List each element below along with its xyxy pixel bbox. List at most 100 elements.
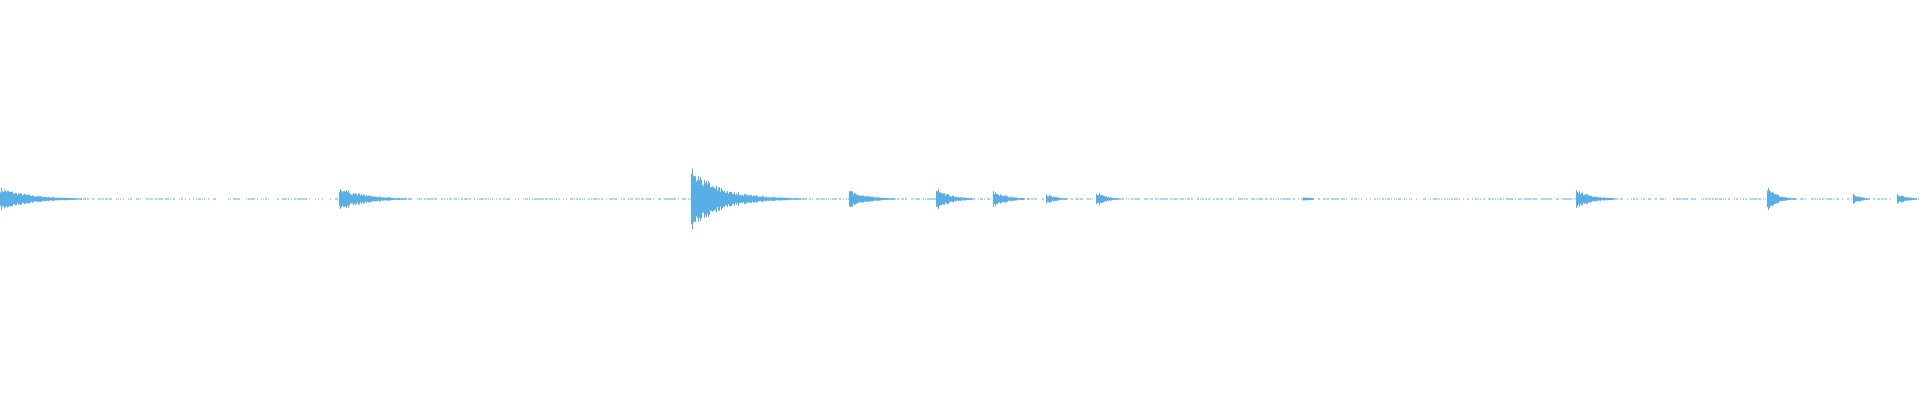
- waveform-sample: [1753, 198, 1754, 200]
- waveform-sample: [378, 197, 379, 201]
- waveform-sample: [1509, 198, 1510, 200]
- waveform-sample: [863, 195, 864, 203]
- waveform-sample: [396, 198, 397, 200]
- waveform-sample: [1676, 198, 1677, 200]
- waveform-sample: [1488, 198, 1489, 200]
- waveform-sample: [969, 198, 970, 200]
- waveform-sample: [1230, 198, 1231, 200]
- waveform-sample: [1058, 197, 1059, 201]
- waveform-sample: [3, 192, 4, 206]
- waveform-sample: [526, 198, 527, 200]
- waveform-sample: [1112, 197, 1113, 201]
- waveform-sample: [1751, 198, 1752, 200]
- waveform-sample: [868, 196, 869, 202]
- waveform-sample: [785, 197, 786, 201]
- waveform-sample: [1575, 198, 1576, 200]
- waveform-sample: [1767, 190, 1768, 208]
- waveform-sample: [942, 193, 943, 205]
- waveform-sample: [85, 198, 86, 200]
- waveform-sample: [1135, 198, 1136, 200]
- waveform-sample: [479, 198, 480, 200]
- waveform-sample: [817, 198, 818, 200]
- waveform-sample: [1439, 198, 1440, 200]
- waveform-sample: [208, 198, 209, 200]
- waveform-sample: [693, 175, 694, 223]
- waveform-sample: [362, 195, 363, 203]
- waveform-sample: [1239, 198, 1240, 200]
- waveform-sample: [268, 198, 269, 200]
- waveform-sample: [1181, 198, 1182, 200]
- waveform-sample: [1721, 198, 1722, 200]
- waveform-sample: [103, 198, 104, 200]
- waveform-sample: [282, 198, 283, 200]
- waveform-sample: [15, 192, 16, 206]
- waveform-sample: [1308, 197, 1309, 201]
- waveform-sample: [760, 196, 761, 202]
- waveform-sample: [98, 198, 99, 200]
- waveform-sample: [934, 198, 935, 200]
- waveform-sample: [966, 197, 967, 201]
- waveform-sample: [1278, 198, 1279, 200]
- waveform-sample: [675, 198, 676, 200]
- waveform-sample: [871, 196, 872, 202]
- waveform-sample: [1828, 198, 1829, 200]
- waveform-sample: [889, 198, 890, 200]
- waveform-sample: [1551, 198, 1552, 200]
- waveform-sample: [873, 197, 874, 201]
- waveform-sample: [1902, 195, 1903, 203]
- waveform-sample: [1197, 198, 1198, 200]
- waveform-sample: [24, 193, 25, 205]
- waveform-sample: [1837, 198, 1838, 200]
- waveform-sample: [866, 196, 867, 202]
- waveform-sample: [984, 198, 985, 200]
- waveform-sample: [252, 198, 253, 200]
- waveform-sample: [963, 197, 964, 201]
- waveform-sample: [1075, 198, 1076, 200]
- waveform-sample: [1708, 198, 1709, 200]
- waveform-sample: [1089, 198, 1090, 200]
- waveform-sample: [1270, 198, 1271, 200]
- waveform-sample: [1734, 198, 1735, 200]
- waveform-sample: [83, 198, 84, 200]
- waveform-sample: [1772, 191, 1773, 207]
- waveform-sample: [1660, 198, 1661, 200]
- waveform-sample: [834, 198, 835, 200]
- waveform-sample: [1703, 198, 1704, 200]
- waveform-sample: [1770, 191, 1771, 207]
- waveform-sample: [1032, 198, 1033, 200]
- waveform-sample: [1307, 197, 1308, 201]
- waveform-sample: [928, 198, 929, 200]
- waveform-sample: [918, 198, 919, 200]
- waveform-sample: [703, 185, 704, 213]
- waveform-sample: [1740, 198, 1741, 200]
- waveform-sample: [1451, 198, 1452, 200]
- waveform-sample: [36, 196, 37, 202]
- waveform-sample: [291, 198, 292, 200]
- waveform-sample: [749, 195, 750, 203]
- waveform-sample: [1144, 198, 1145, 200]
- waveform-sample: [660, 198, 661, 200]
- waveform-sample: [367, 196, 368, 202]
- waveform-sample: [960, 196, 961, 202]
- waveform-sample: [1285, 198, 1286, 200]
- waveform-sample: [1252, 198, 1253, 200]
- waveform-sample: [1606, 198, 1607, 200]
- waveform-sample: [481, 198, 482, 200]
- waveform-sample: [62, 197, 63, 201]
- waveform-sample: [356, 193, 357, 205]
- waveform-sample: [1759, 198, 1760, 200]
- waveform-sample: [1456, 198, 1457, 200]
- waveform-sample: [373, 197, 374, 201]
- waveform-sample: [1121, 198, 1122, 200]
- waveform-sample: [870, 196, 871, 202]
- waveform-sample: [905, 198, 906, 200]
- waveform-sample: [790, 197, 791, 201]
- waveform-sample: [1879, 198, 1880, 200]
- waveform-sample: [1273, 198, 1274, 200]
- waveform-sample: [855, 193, 856, 205]
- waveform-sample: [1298, 198, 1299, 200]
- waveform-sample: [286, 198, 287, 200]
- waveform-sample: [120, 198, 121, 200]
- waveform-sample: [571, 198, 572, 200]
